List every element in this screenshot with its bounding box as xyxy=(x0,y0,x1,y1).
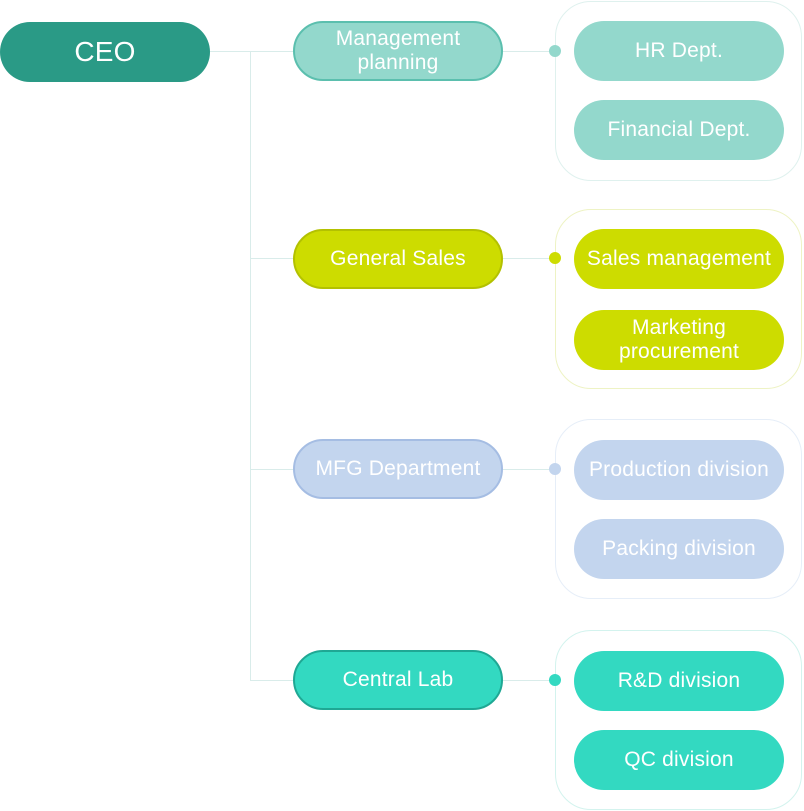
division-label: R&D division xyxy=(617,668,741,692)
division-label: Sales management xyxy=(586,246,772,270)
division-qc: QC division xyxy=(574,730,784,790)
dept-connector-3 xyxy=(503,469,555,470)
dept-general-sales: General Sales xyxy=(293,229,503,289)
dept-connector-4 xyxy=(503,680,555,681)
dept-label: Management planning xyxy=(335,26,461,74)
branch-line-4 xyxy=(250,680,293,681)
ceo-node: CEO xyxy=(0,22,210,82)
division-production: Production division xyxy=(574,440,784,500)
ceo-label: CEO xyxy=(74,35,136,67)
connector-dot-1 xyxy=(549,45,561,57)
dept-central-lab: Central Lab xyxy=(293,650,503,710)
division-financial: Financial Dept. xyxy=(574,100,784,160)
branch-line-1 xyxy=(250,51,293,52)
dept-label: MFG Department xyxy=(315,456,481,480)
ceo-connector xyxy=(210,51,250,52)
division-packing: Packing division xyxy=(574,519,784,579)
division-label: Financial Dept. xyxy=(607,117,751,141)
dept-management-planning: Management planning xyxy=(293,21,503,81)
dept-mfg: MFG Department xyxy=(293,439,503,499)
trunk-line xyxy=(250,51,251,680)
connector-dot-4 xyxy=(549,674,561,686)
dept-connector-2 xyxy=(503,258,555,259)
connector-dot-2 xyxy=(549,252,561,264)
dept-label: Central Lab xyxy=(342,667,454,691)
division-label: HR Dept. xyxy=(635,38,723,62)
division-label: Production division xyxy=(588,457,770,481)
division-sales-management: Sales management xyxy=(574,229,784,289)
dept-connector-1 xyxy=(503,51,555,52)
branch-line-2 xyxy=(250,258,293,259)
division-label: Packing division xyxy=(602,536,756,560)
branch-line-3 xyxy=(250,469,293,470)
division-marketing-procurement: Marketing procurement xyxy=(574,310,784,370)
division-rd: R&D division xyxy=(574,651,784,711)
division-label: Marketing procurement xyxy=(618,315,740,363)
dept-label: General Sales xyxy=(330,246,466,270)
connector-dot-3 xyxy=(549,463,561,475)
division-label: QC division xyxy=(624,747,734,771)
division-hr: HR Dept. xyxy=(574,21,784,81)
